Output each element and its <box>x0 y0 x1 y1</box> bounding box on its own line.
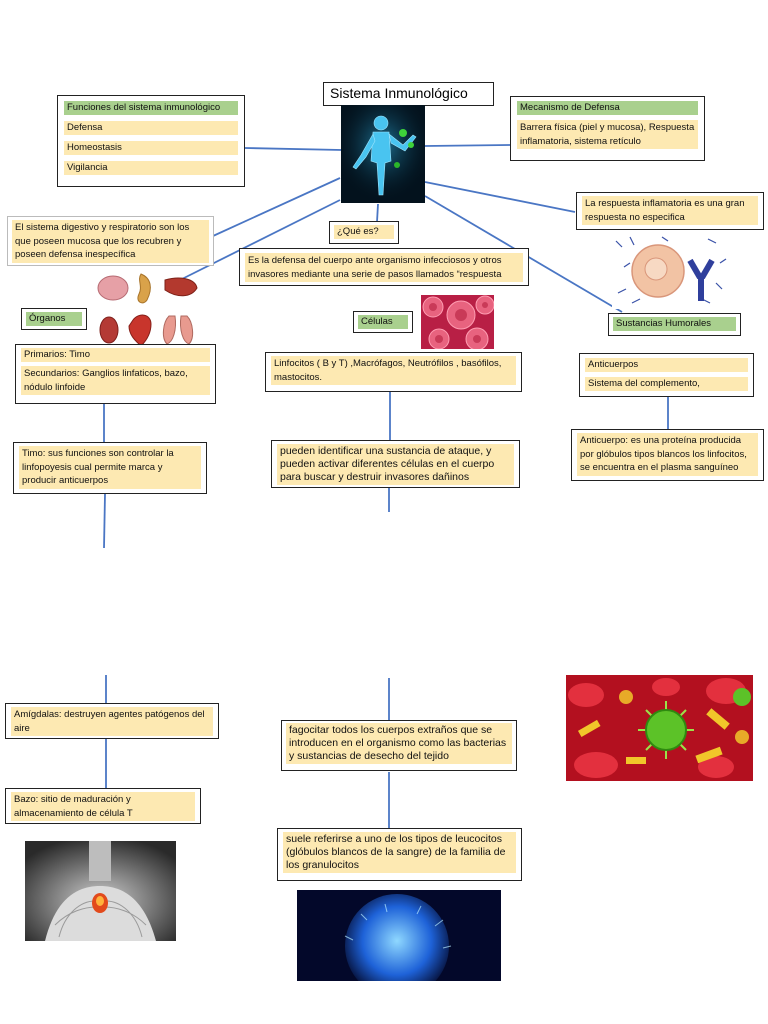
organos-label: Órganos <box>26 312 82 326</box>
funciones-box: Funciones del sistema inmunológico Defen… <box>57 95 245 187</box>
que-es-box: ¿Qué es? <box>329 221 399 244</box>
organs-image <box>95 268 207 350</box>
virus-blood-image <box>566 675 753 781</box>
definicion-box: Es la defensa del cuerpo ante organismo … <box>239 248 529 286</box>
celulas-label-box: Células <box>353 311 413 333</box>
identificar-box: pueden identificar una sustancia de ataq… <box>271 440 520 488</box>
funciones-header: Funciones del sistema inmunológico <box>64 101 238 115</box>
leucocitos-box: suele referirse a uno de los tipos de le… <box>277 828 522 881</box>
humorales-label: Sustancias Humorales <box>613 317 736 331</box>
digestivo-box: El sistema digestivo y respiratorio son … <box>7 216 214 266</box>
amigdalas-box: Amígdalas: destruyen agentes patógenos d… <box>5 703 219 739</box>
inflamatoria-box: La respuesta inflamatoria es una gran re… <box>576 192 764 230</box>
organos-label-box: Órganos <box>21 308 87 330</box>
celulas-text: Linfocitos ( B y T) ,Macrófagos, Neutróf… <box>271 356 516 385</box>
definicion-text: Es la defensa del cuerpo ante organismo … <box>245 253 523 282</box>
chest-thymus-image <box>25 841 176 941</box>
anticuerpos-text: Anticuerpos <box>585 358 748 372</box>
complemento-text: Sistema del complemento, <box>585 377 748 391</box>
inflamatoria-text: La respuesta inflamatoria es una gran re… <box>582 196 758 225</box>
timo-text: Timo: sus funciones son controlar la lin… <box>19 446 201 489</box>
anticuerpo-def-box: Anticuerpo: es una proteína producida po… <box>571 429 764 481</box>
timo-box: Timo: sus funciones son controlar la lin… <box>13 442 207 494</box>
red-cells-image <box>421 295 495 351</box>
funcion-item: Vigilancia <box>64 161 238 175</box>
amigdalas-text: Amígdalas: destruyen agentes patógenos d… <box>11 707 213 736</box>
celulas-box: Linfocitos ( B y T) ,Macrófagos, Neutróf… <box>265 352 522 392</box>
celulas-label: Células <box>358 315 408 329</box>
page-title: Sistema Inmunológico <box>323 82 494 106</box>
secundarios-text: Secundarios: Ganglios linfaticos, bazo, … <box>21 366 210 395</box>
fagocitar-box: fagocitar todos los cuerpos extraños que… <box>281 720 517 771</box>
leukocyte-image <box>297 890 501 998</box>
anticuerpo-def-text: Anticuerpo: es una proteína producida po… <box>577 433 758 476</box>
que-es-label: ¿Qué es? <box>334 225 394 239</box>
bazo-box: Bazo: sitio de maduración y almacenamien… <box>5 788 201 824</box>
organos-box: Primarios: Timo Secundarios: Ganglios li… <box>15 344 216 404</box>
humorales-box: Anticuerpos Sistema del complemento, <box>579 353 754 397</box>
mecanismo-box: Mecanismo de Defensa Barrera física (pie… <box>510 96 705 161</box>
primarios-text: Primarios: Timo <box>21 348 210 362</box>
mecanismo-header: Mecanismo de Defensa <box>517 101 698 115</box>
humorales-label-box: Sustancias Humorales <box>608 313 741 336</box>
funcion-item: Defensa <box>64 121 238 135</box>
human-body-image <box>341 105 425 203</box>
bazo-text: Bazo: sitio de maduración y almacenamien… <box>11 792 195 821</box>
digestivo-text: El sistema digestivo y respiratorio son … <box>12 220 209 263</box>
antibody-image <box>612 233 730 309</box>
funcion-item: Homeostasis <box>64 141 238 155</box>
fagocitar-text: fagocitar todos los cuerpos extraños que… <box>286 723 512 764</box>
identificar-text: pueden identificar una sustancia de ataq… <box>277 444 514 485</box>
leucocitos-text: suele referirse a uno de los tipos de le… <box>283 832 516 873</box>
mecanismo-text: Barrera física (piel y mucosa), Respuest… <box>517 120 698 149</box>
